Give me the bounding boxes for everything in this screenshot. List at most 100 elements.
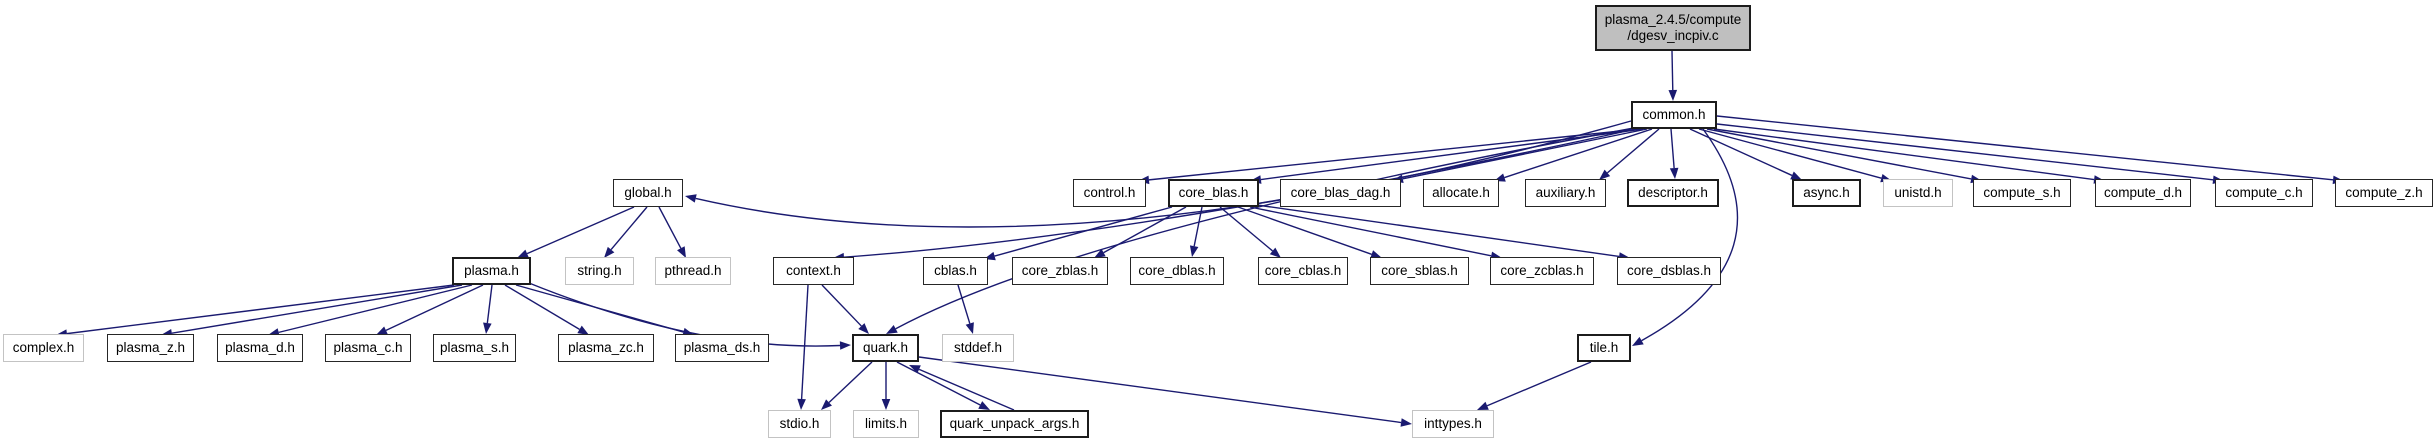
node-allocate[interactable]: allocate.h <box>1423 179 1499 207</box>
node-compute_c[interactable]: compute_c.h <box>2215 179 2313 207</box>
node-source: plasma_2.4.5/compute /dgesv_incpiv.c <box>1595 5 1751 51</box>
node-label: compute_z.h <box>2345 184 2423 200</box>
node-common[interactable]: common.h <box>1631 101 1717 129</box>
node-label: descriptor.h <box>1638 184 1708 200</box>
node-label: global.h <box>624 184 672 200</box>
edge-core_blas-to-core_zcblas <box>1249 206 1492 257</box>
node-core_cblas[interactable]: core_cblas.h <box>1258 257 1348 285</box>
edge-common-to-allocate <box>1504 128 1653 179</box>
node-plasma_zc[interactable]: plasma_zc.h <box>558 334 654 362</box>
arrowhead-tile-to-inttypes <box>1477 401 1489 410</box>
edge-cblas-to-stddef <box>957 284 971 324</box>
node-global[interactable]: global.h <box>613 179 683 207</box>
node-plasma_ds[interactable]: plasma_ds.h <box>675 334 769 362</box>
edge-core_blas-to-core_dsblas <box>1256 204 1620 258</box>
node-compute_s[interactable]: compute_s.h <box>1973 179 2071 207</box>
arrowhead-plasma-to-plasma_s <box>483 322 492 334</box>
node-label: plasma_s.h <box>439 339 510 355</box>
node-quark[interactable]: quark.h <box>852 334 919 362</box>
node-label: plasma_d.h <box>225 339 295 355</box>
edge-common-to-compute_c <box>1716 123 2214 181</box>
node-label: common.h <box>1642 106 1706 122</box>
edge-common-to-tile <box>1641 128 1739 342</box>
arrowhead-source-to-common <box>1668 89 1678 101</box>
node-core_zcblas[interactable]: core_zcblas.h <box>1490 257 1594 285</box>
node-stdio: stdio.h <box>768 410 831 438</box>
node-control[interactable]: control.h <box>1073 179 1146 207</box>
arrowhead-context-to-quark <box>858 323 869 334</box>
node-context[interactable]: context.h <box>773 257 854 285</box>
arrowhead-common-to-quark <box>886 325 898 334</box>
node-label: string.h <box>577 262 622 278</box>
arrowhead-quark-to-stdio <box>821 399 832 410</box>
edge-core_blas-to-core_cblas <box>1219 206 1274 252</box>
node-label: inttypes.h <box>1424 415 1482 431</box>
node-label: compute_d.h <box>2103 184 2183 200</box>
node-cblas[interactable]: cblas.h <box>923 257 988 285</box>
node-label: plasma_zc.h <box>568 339 644 355</box>
node-label: core_sblas.h <box>1381 262 1458 278</box>
edge-core_blas-to-core_sblas <box>1237 206 1372 255</box>
node-quark_unpack_args[interactable]: quark_unpack_args.h <box>940 410 1089 438</box>
edge-context-to-quark <box>821 284 862 327</box>
node-plasma_z[interactable]: plasma_z.h <box>107 334 194 362</box>
node-label: compute_c.h <box>2225 184 2303 200</box>
node-label: core_zblas.h <box>1021 262 1099 278</box>
node-label: stdio.h <box>779 415 820 431</box>
edge-plasma-to-plasma_d <box>278 284 473 334</box>
node-core_blas_dag[interactable]: core_blas_dag.h <box>1280 179 1401 207</box>
edge-quark-to-stdio <box>828 361 873 403</box>
edge-plasma-to-complex <box>66 284 455 335</box>
node-compute_z[interactable]: compute_z.h <box>2335 179 2433 207</box>
node-label: compute_s.h <box>1983 184 2061 200</box>
node-label: plasma_ds.h <box>683 339 761 355</box>
node-compute_d[interactable]: compute_d.h <box>2095 179 2191 207</box>
node-pthread: pthread.h <box>655 257 731 285</box>
arrowhead-core_blas-to-core_dblas <box>1189 245 1199 257</box>
edge-core_blas-to-core_zblas <box>1103 206 1187 254</box>
edge-common-to-core_blas <box>1260 128 1644 181</box>
node-label: stddef.h <box>953 339 1003 355</box>
node-label: complex.h <box>12 339 75 355</box>
edge-quark_unpack_args-to-quark <box>918 368 1015 411</box>
edge-common-to-unistd <box>1698 128 1882 179</box>
edge-quark-to-quark_unpack_args <box>896 361 981 406</box>
arrowhead-quark_unpack_args-to-quark <box>909 365 921 374</box>
edge-tile-to-inttypes <box>1486 361 1592 407</box>
arrowhead-quark-to-quark_unpack_args <box>978 401 990 410</box>
node-core_blas[interactable]: core_blas.h <box>1168 179 1259 207</box>
node-plasma_d[interactable]: plasma_d.h <box>217 334 303 362</box>
edge-plasma-to-plasma_z <box>171 284 463 334</box>
arrowhead-context-to-stdio <box>797 398 806 410</box>
node-plasma[interactable]: plasma.h <box>452 257 531 285</box>
node-core_dsblas[interactable]: core_dsblas.h <box>1617 257 1721 285</box>
node-label: plasma.h <box>464 262 519 278</box>
node-label: allocate.h <box>1432 184 1490 200</box>
node-label: plasma_2.4.5/compute /dgesv_incpiv.c <box>1604 11 1742 43</box>
edge-common-to-auxiliary <box>1606 128 1660 174</box>
edge-plasma-to-plasma_ds <box>515 284 684 333</box>
node-auxiliary[interactable]: auxiliary.h <box>1525 179 1606 207</box>
node-label: async.h <box>1803 184 1850 200</box>
node-complex: complex.h <box>3 334 84 362</box>
node-descriptor[interactable]: descriptor.h <box>1627 179 1719 207</box>
edge-common-to-control <box>1148 128 1641 181</box>
node-string: string.h <box>565 257 634 285</box>
node-core_sblas[interactable]: core_sblas.h <box>1370 257 1469 285</box>
node-label: quark.h <box>862 339 909 355</box>
edge-global-to-pthread <box>658 206 682 249</box>
edge-common-to-compute_z <box>1716 115 2334 181</box>
node-plasma_s[interactable]: plasma_s.h <box>433 334 516 362</box>
node-plasma_c[interactable]: plasma_c.h <box>325 334 411 362</box>
node-tile[interactable]: tile.h <box>1577 334 1631 362</box>
node-async[interactable]: async.h <box>1792 179 1861 207</box>
node-core_zblas[interactable]: core_zblas.h <box>1012 257 1108 285</box>
node-label: quark_unpack_args.h <box>949 415 1080 431</box>
node-label: plasma_c.h <box>333 339 403 355</box>
node-label: cblas.h <box>934 262 977 278</box>
node-label: core_cblas.h <box>1264 262 1342 278</box>
node-core_dblas[interactable]: core_dblas.h <box>1130 257 1224 285</box>
edge-common-to-async <box>1689 128 1793 177</box>
node-label: core_dblas.h <box>1138 262 1216 278</box>
